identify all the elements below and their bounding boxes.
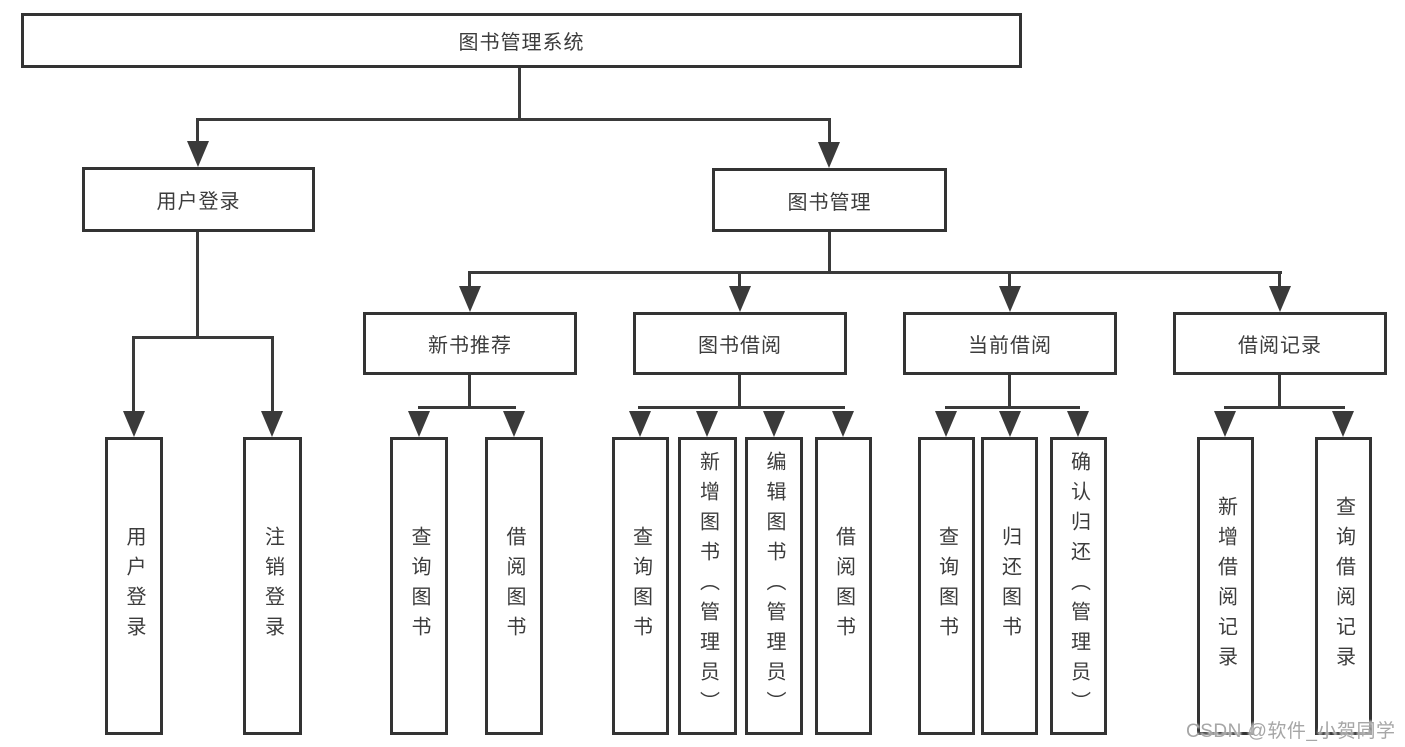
leaf-edit-book-admin: 编辑图书（管理员） xyxy=(745,437,803,735)
arrow-down-icon xyxy=(999,411,1021,437)
node-current-borrowing: 当前借阅 xyxy=(903,312,1117,375)
leaf-label: 编辑图书（管理员） xyxy=(763,451,785,721)
arrow-down-icon xyxy=(1332,411,1354,437)
leaf-label: 确认归还（管理员） xyxy=(1067,451,1090,721)
node-label: 借阅记录 xyxy=(1238,335,1322,357)
leaf-label: 借阅图书 xyxy=(503,526,525,646)
connector-line xyxy=(828,118,831,146)
connector-line xyxy=(196,118,199,146)
connector-line xyxy=(1224,406,1345,409)
arrow-down-icon xyxy=(729,286,751,312)
node-library-management-system: 图书管理系统 xyxy=(21,13,1022,68)
arrow-down-icon xyxy=(1269,286,1291,312)
arrow-down-icon xyxy=(629,411,651,437)
connector-line xyxy=(1008,271,1011,288)
arrow-down-icon xyxy=(832,411,854,437)
node-label: 当前借阅 xyxy=(968,335,1052,357)
leaf-label: 新增借阅记录 xyxy=(1214,496,1237,676)
node-label: 用户登录 xyxy=(156,191,241,213)
connector-line xyxy=(1278,375,1281,408)
arrow-down-icon xyxy=(999,286,1021,312)
connector-line xyxy=(468,375,471,408)
connector-line xyxy=(468,271,471,288)
node-borrowing-records: 借阅记录 xyxy=(1173,312,1387,375)
leaf-label: 查询借阅记录 xyxy=(1332,496,1355,676)
node-book-management: 图书管理 xyxy=(712,168,947,232)
arrow-down-icon xyxy=(503,411,525,437)
connector-line xyxy=(828,232,831,274)
arrow-down-icon xyxy=(459,286,481,312)
node-user-login: 用户登录 xyxy=(82,167,315,232)
connector-line xyxy=(132,336,135,413)
leaf-borrow-books-borrowing: 借阅图书 xyxy=(815,437,872,735)
leaf-add-book-admin: 新增图书（管理员） xyxy=(678,437,737,735)
leaf-label: 查询图书 xyxy=(408,526,430,646)
node-new-book-recommendation: 新书推荐 xyxy=(363,312,577,375)
node-label: 图书管理系统 xyxy=(458,32,585,54)
node-label: 图书管理 xyxy=(787,191,872,214)
connector-line xyxy=(1008,375,1011,408)
arrow-down-icon xyxy=(935,411,957,437)
connector-line xyxy=(1278,271,1281,288)
arrow-down-icon xyxy=(408,411,430,437)
leaf-return-books: 归还图书 xyxy=(981,437,1038,735)
node-label: 新书推荐 xyxy=(428,335,512,357)
connector-line xyxy=(638,406,845,409)
leaf-query-books-current: 查询图书 xyxy=(918,437,975,735)
leaf-borrow-books-recommend: 借阅图书 xyxy=(485,437,543,735)
csdn-watermark: CSDN @软件_小贺同学 xyxy=(1186,721,1396,742)
arrow-down-icon xyxy=(763,411,785,437)
leaf-label: 新增图书（管理员） xyxy=(696,451,719,721)
leaf-query-books-recommend: 查询图书 xyxy=(390,437,448,735)
arrow-down-icon xyxy=(1067,411,1089,437)
leaf-label: 查询图书 xyxy=(629,526,652,646)
arrow-down-icon xyxy=(187,141,209,167)
leaf-add-borrow-record: 新增借阅记录 xyxy=(1197,437,1254,735)
leaf-query-books-borrowing: 查询图书 xyxy=(612,437,669,735)
connector-line xyxy=(738,271,741,288)
connector-line xyxy=(418,406,516,409)
arrow-down-icon xyxy=(696,411,718,437)
leaf-label: 查询图书 xyxy=(935,526,958,646)
connector-line xyxy=(133,336,274,339)
leaf-query-borrow-record: 查询借阅记录 xyxy=(1315,437,1372,735)
connector-line xyxy=(469,271,1282,274)
leaf-label: 借阅图书 xyxy=(832,526,855,646)
connector-line xyxy=(518,68,521,120)
leaf-confirm-return-admin: 确认归还（管理员） xyxy=(1050,437,1107,735)
node-label: 图书借阅 xyxy=(698,335,782,357)
leaf-label: 用户登录 xyxy=(123,526,145,646)
connector-line xyxy=(738,375,741,408)
node-book-borrowing: 图书借阅 xyxy=(633,312,847,375)
arrow-down-icon xyxy=(1214,411,1236,437)
connector-line xyxy=(196,232,199,339)
connector-line xyxy=(945,406,1080,409)
leaf-logout: 注销登录 xyxy=(243,437,302,735)
connector-line xyxy=(197,118,831,121)
arrow-down-icon xyxy=(818,142,840,168)
connector-line xyxy=(271,336,274,413)
arrow-down-icon xyxy=(123,411,145,437)
leaf-label: 注销登录 xyxy=(261,526,284,646)
leaf-label: 归还图书 xyxy=(998,526,1021,646)
arrow-down-icon xyxy=(261,411,283,437)
leaf-user-login: 用户登录 xyxy=(105,437,163,735)
